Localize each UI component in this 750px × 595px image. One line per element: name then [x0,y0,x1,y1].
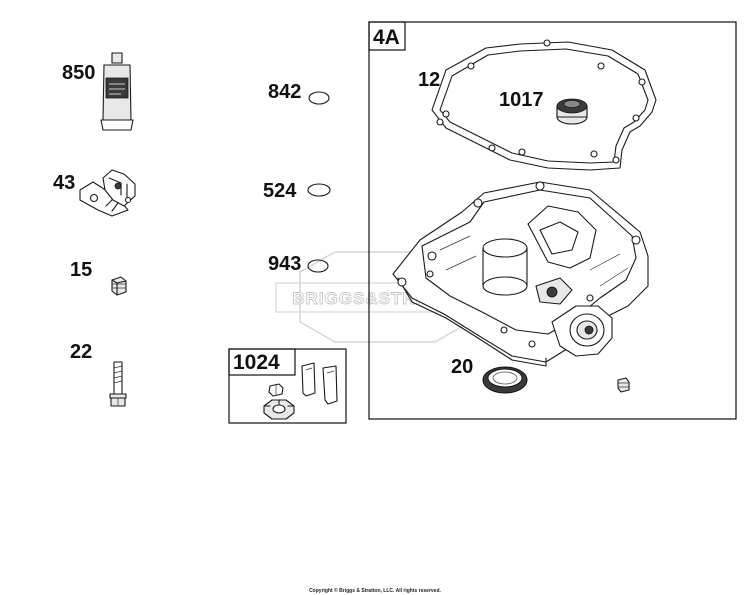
oring-943-part[interactable]: 943 [268,253,329,275]
callout-22: 22 [70,341,92,363]
sump-assembly-4A[interactable]: 4A 12 1017 [368,21,737,420]
oil-seal-part[interactable]: 20 [451,356,528,394]
callout-43: 43 [53,172,75,194]
callout-1024: 1024 [233,351,280,374]
small-plug-part[interactable] [617,377,630,393]
screw-part[interactable]: 22 [70,341,127,407]
callout-20: 20 [451,356,473,378]
callout-842: 842 [268,81,301,103]
governor-cup-part[interactable]: 1017 [499,89,588,125]
sump-assembly-frame [368,21,737,420]
callout-12: 12 [418,69,440,91]
sump-body [392,181,649,367]
callout-850: 850 [62,62,95,84]
callout-4A: 4A [373,26,400,49]
oring-524-part[interactable]: 524 [263,180,331,202]
copyright-notice: Copyright © Briggs & Stratton, LLC. All … [309,587,441,594]
plug-part[interactable]: 15 [70,259,127,296]
oring-842-part[interactable]: 842 [268,81,330,105]
callout-15: 15 [70,259,92,281]
callout-1017: 1017 [499,89,544,111]
bracket-part[interactable]: 43 [53,169,136,217]
sealant-tube-part[interactable]: 850 [62,52,134,131]
gasket-part[interactable]: 12 [418,39,657,171]
gear-kit-1024[interactable]: 1024 [228,348,347,424]
callout-943: 943 [268,253,301,275]
callout-524: 524 [263,180,297,202]
